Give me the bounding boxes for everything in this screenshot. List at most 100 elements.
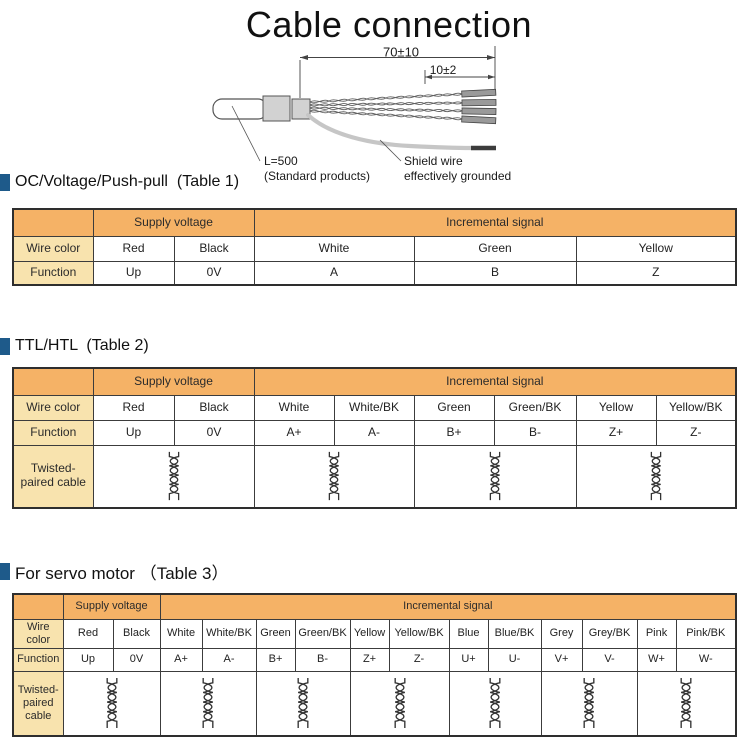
- length-label: L=500: [264, 154, 298, 168]
- table-3-for-servo-motor: Supply voltage Incremental signal Wire c…: [12, 593, 738, 737]
- supply-voltage-header: Supply voltage: [92, 208, 255, 237]
- function-cell: B+: [413, 419, 495, 446]
- wire-color-cell: Yellow/BK: [388, 618, 450, 649]
- row-label-function: Function: [12, 647, 64, 672]
- twisted-pair-icon: [194, 677, 222, 729]
- dimension-tip-label: 10±2: [430, 63, 457, 77]
- function-cell: V-: [581, 647, 638, 672]
- function-cell: Z+: [349, 647, 390, 672]
- twisted-pair-cell: [413, 444, 577, 509]
- wire-color-cell: Pink/BK: [675, 618, 737, 649]
- cable-clamp-small: [291, 98, 311, 120]
- function-row: Function Up 0V A+ A- B+ B- Z+ Z-: [12, 419, 737, 446]
- row-label-wire-color: Wire color: [12, 235, 94, 262]
- function-cell: U+: [448, 647, 489, 672]
- wire-color-row: Wire color Red Black White White/BK Gree…: [12, 618, 737, 649]
- row-label-wire-color: Wire color: [12, 394, 94, 421]
- twisted-wire: [309, 106, 497, 115]
- twisted-pair-icon: [289, 677, 317, 729]
- arrow-left-icon: [425, 74, 432, 80]
- function-cell: 0V: [173, 260, 255, 286]
- wire-color-cell: Green/BK: [493, 394, 577, 421]
- function-cell: A-: [333, 419, 415, 446]
- wire-color-row: Wire color Red Black White Green Yellow: [12, 235, 737, 262]
- section-bullet-icon: [0, 337, 10, 355]
- leader-line-shield: [379, 139, 402, 162]
- section-title-for-servo-motor: For servo motor （Table 3）: [0, 559, 229, 584]
- twisted-pair-icon: [320, 451, 348, 501]
- twisted-wire: [309, 88, 497, 104]
- twisted-pair-icon: [481, 451, 509, 501]
- section-title-ttl-htl: TTL/HTL (Table 2): [0, 337, 149, 355]
- twisted-pair-icon: [642, 451, 670, 501]
- twisted-pair-cell: [159, 670, 257, 737]
- function-cell: Up: [92, 260, 175, 286]
- section-title-text: For servo motor （Table 3）: [15, 564, 229, 583]
- function-cell: U-: [487, 647, 542, 672]
- function-cell: W-: [675, 647, 737, 672]
- twisted-pair-icon: [672, 677, 700, 729]
- dimension-overall-label: 70±10: [383, 45, 419, 60]
- table-header-row: Supply voltage Incremental signal: [12, 208, 737, 237]
- twisted-wire: [309, 98, 497, 107]
- function-cell: A+: [159, 647, 203, 672]
- row-label-function: Function: [12, 260, 94, 286]
- wire-color-cell: Green: [413, 235, 577, 262]
- function-cell: 0V: [112, 647, 161, 672]
- blank-header-cell: [12, 367, 94, 396]
- function-cell: V+: [540, 647, 583, 672]
- wire-color-cell: White: [253, 235, 415, 262]
- twisted-pair-row: Twisted-paired cable: [12, 670, 737, 737]
- twisted-pair-icon: [575, 677, 603, 729]
- function-cell: B+: [255, 647, 296, 672]
- wire-color-cell: White/BK: [333, 394, 415, 421]
- wire-color-cell: Black: [173, 394, 255, 421]
- shield-wire: [305, 112, 474, 151]
- wire-tip: [461, 98, 497, 107]
- wire-color-row: Wire color Red Black White White/BK Gree…: [12, 394, 737, 421]
- leader-line-length: [231, 105, 261, 162]
- wire-color-cell: White: [159, 618, 203, 649]
- row-label-wire-color: Wire color: [12, 618, 64, 649]
- wire-color-cell: Yellow: [575, 235, 737, 262]
- function-cell: Up: [92, 419, 175, 446]
- wire-color-cell: Green: [413, 394, 495, 421]
- table-2-ttl-htl: Supply voltage Incremental signal Wire c…: [12, 367, 738, 509]
- row-label-function: Function: [12, 419, 94, 446]
- table-header-row: Supply voltage Incremental signal: [12, 593, 737, 620]
- table-1-oc-voltage-push-pull: Supply voltage Incremental signal Wire c…: [12, 208, 738, 286]
- wire-color-cell: Red: [92, 235, 175, 262]
- cable-body: [212, 98, 268, 120]
- twisted-pair-icon: [160, 451, 188, 501]
- function-cell: Z+: [575, 419, 657, 446]
- function-cell: B-: [493, 419, 577, 446]
- wire-color-cell: Grey/BK: [581, 618, 638, 649]
- wire-color-cell: Green: [255, 618, 296, 649]
- twisted-pair-icon: [98, 677, 126, 729]
- twisted-pair-cell: [636, 670, 737, 737]
- function-cell: 0V: [173, 419, 255, 446]
- section-bullet-icon: [0, 563, 10, 580]
- twisted-pair-row: Twisted-paired cable: [12, 444, 737, 509]
- wire-color-cell: White/BK: [201, 618, 257, 649]
- twisted-wire: [309, 109, 497, 125]
- blank-header-cell: [12, 208, 94, 237]
- incremental-signal-header: Incremental signal: [159, 593, 737, 620]
- wire-color-cell: Blue: [448, 618, 489, 649]
- supply-voltage-header: Supply voltage: [62, 593, 161, 620]
- arrow-right-icon: [487, 55, 495, 60]
- function-cell: W+: [636, 647, 677, 672]
- section-title-text: OC/Voltage/Push-pull (Table 1): [15, 173, 240, 190]
- twisted-pair-cell: [253, 444, 415, 509]
- function-cell: Up: [62, 647, 114, 672]
- section-bullet-icon: [0, 173, 10, 191]
- twisted-pair-cell: [62, 670, 161, 737]
- function-cell: B-: [294, 647, 351, 672]
- shield-label-line1: Shield wire: [404, 154, 463, 168]
- incremental-signal-header: Incremental signal: [253, 208, 737, 237]
- wire-color-cell: Black: [173, 235, 255, 262]
- function-cell: Z: [575, 260, 737, 286]
- row-label-twisted-paired-cable: Twisted-paired cable: [12, 670, 64, 737]
- table-header-row: Supply voltage Incremental signal: [12, 367, 737, 396]
- twisted-pair-icon: [386, 677, 414, 729]
